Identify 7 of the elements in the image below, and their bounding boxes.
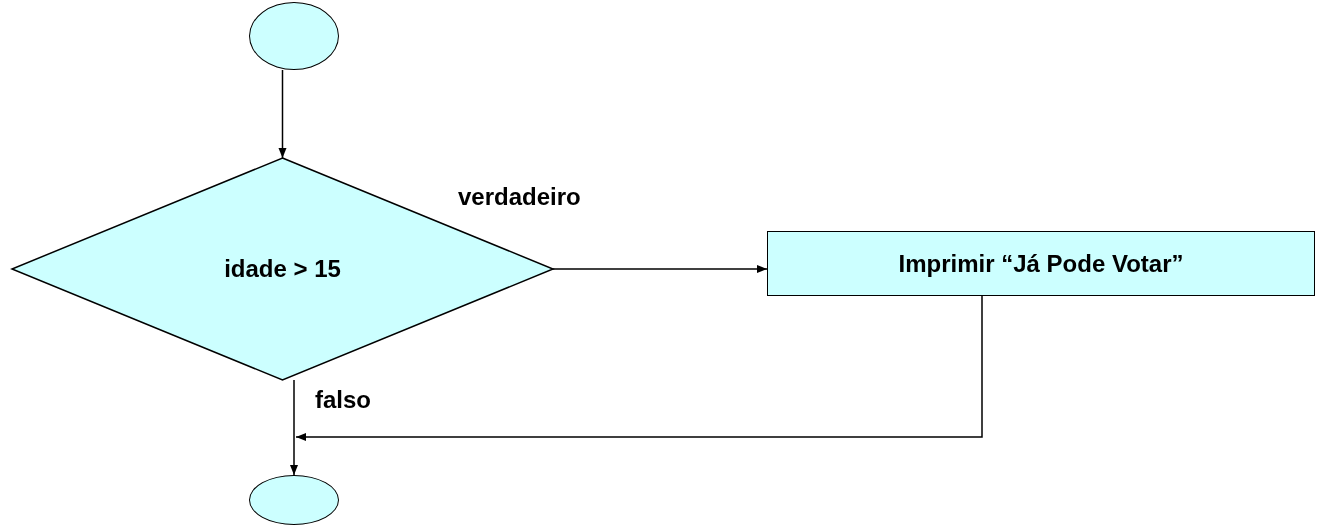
arrow — [278, 69, 287, 159]
node-label: idade > 15 — [224, 255, 341, 283]
node-label: Imprimir “Já Pode Votar” — [898, 249, 1184, 278]
process-box — [767, 231, 1315, 296]
arrow — [290, 379, 298, 476]
arrow — [295, 295, 983, 441]
arrow — [552, 265, 768, 273]
